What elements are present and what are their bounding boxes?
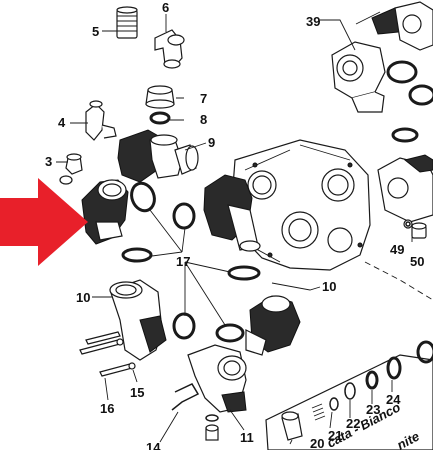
o-ring-17-d (227, 265, 261, 281)
part-8-o-ring (149, 111, 171, 125)
right-valve-part (377, 154, 433, 223)
bottom-bolt (205, 414, 219, 441)
callout-39: 39 (306, 14, 320, 29)
callout-49: 49 (390, 242, 404, 257)
part-49-screw (403, 219, 413, 229)
callout-5: 5 (92, 24, 99, 39)
o-ring-17-a (130, 181, 156, 213)
far-right-ring (416, 340, 433, 364)
callout-16: 16 (100, 401, 114, 416)
callout-4: 4 (58, 115, 66, 130)
part-23-ring (365, 370, 379, 390)
callout-7: 7 (200, 91, 207, 106)
o-ring-right-3 (391, 127, 419, 143)
callout-10-left: 10 (76, 290, 90, 305)
part-11-bottom-valve (187, 344, 247, 413)
part-15-screws (79, 331, 136, 377)
part-50-plug (411, 222, 427, 239)
leader-17 (149, 209, 231, 326)
callout-6: 6 (162, 0, 169, 15)
callout-22: 22 (346, 416, 360, 431)
callout-3: 3 (45, 154, 52, 169)
left-valve-part (81, 179, 129, 245)
part-9-valve-head (117, 129, 199, 183)
o-ring-right-1 (386, 60, 418, 84)
o-ring-17-e (172, 312, 196, 340)
part-6-elbow (154, 29, 185, 69)
part-3-small-cap (65, 153, 83, 175)
highlight-arrow (0, 178, 88, 266)
o-ring-17-f (215, 323, 245, 343)
part-7-nut (145, 85, 175, 109)
callout-15: 15 (130, 385, 144, 400)
callout-14: 14 (146, 440, 161, 450)
part-20-fitting (281, 411, 303, 441)
part-4-fitting (85, 100, 117, 141)
callout-17: 17 (176, 254, 190, 269)
leaders (56, 11, 413, 445)
o-ring-17-c (121, 247, 153, 263)
part-22-ring (344, 382, 356, 400)
part-5-threaded-fitting (116, 6, 138, 39)
callout-20: 20 (310, 436, 324, 450)
callout-21: 21 (328, 428, 342, 443)
o-ring-right-2 (408, 84, 433, 106)
callout-50: 50 (410, 254, 424, 269)
part-14-pin (171, 383, 200, 411)
part-24-ring (386, 356, 402, 380)
part-10-upper-valve (203, 174, 261, 252)
part-2-ring (59, 175, 73, 185)
valve-body-housing (231, 139, 371, 271)
part-21-washer (329, 397, 339, 411)
callout-9: 9 (208, 135, 215, 150)
callout-8: 8 (200, 112, 207, 127)
part-21-spring (311, 403, 326, 421)
part-39-elbow-assembly (331, 1, 433, 113)
part-10-lower-valve (245, 295, 301, 356)
o-ring-17-b (172, 202, 196, 230)
callout-10-right: 10 (322, 279, 336, 294)
callout-23: 23 (366, 402, 380, 417)
assembly-line-right (364, 261, 433, 301)
part-10-left-elbow (109, 279, 167, 361)
callout-11: 11 (240, 430, 254, 445)
callout-24: 24 (386, 392, 401, 407)
